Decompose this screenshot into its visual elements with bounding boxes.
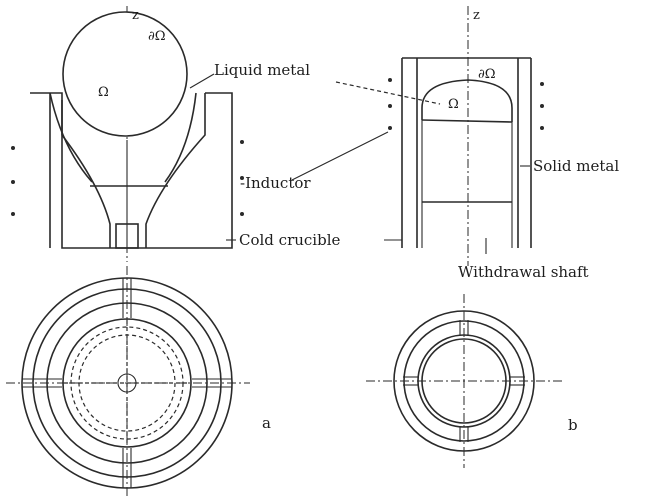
liquid-metal-sphere-a — [62, 11, 188, 137]
panel-letter-b: b — [568, 416, 578, 434]
z-axis-label-b: z — [473, 8, 480, 23]
inductor-label: -Inductor — [240, 174, 311, 192]
liquid-metal-leader-b — [335, 81, 441, 105]
domain-symbol-b: Ω — [448, 97, 459, 112]
crucible-right-slot-a — [164, 92, 197, 183]
boundary-symbol-a: ∂Ω — [148, 29, 166, 44]
panel-b-elevation: z ∂Ω Ω Solid metal Withdrawal shaft — [291, 6, 619, 281]
panel-a-plan: a — [6, 266, 271, 498]
crucible-right-profile-a — [145, 93, 206, 248]
segment-slits-a — [22, 278, 232, 488]
panel-letter-a: a — [262, 414, 271, 432]
domain-symbol-a: Ω — [98, 85, 109, 100]
liquid-metal-dome-b — [421, 79, 513, 122]
inductor-coils-left-b — [388, 78, 392, 130]
crucible-left-slot-a — [49, 92, 93, 183]
panel-b-plan: b — [366, 294, 578, 468]
segment-slits-b — [403, 320, 525, 442]
solid-metal-label: Solid metal — [533, 157, 619, 175]
cold-crucible-label: Cold crucible — [239, 231, 341, 249]
liquid-metal-leader-a — [189, 73, 215, 89]
crucible-outer-wall-a — [30, 92, 233, 249]
inductor-coils-right-a — [240, 140, 244, 216]
z-axis-label-a: z — [132, 8, 139, 23]
withdrawal-shaft-label: Withdrawal shaft — [458, 263, 589, 281]
inductor-coils-right-b — [540, 82, 544, 130]
inductor-leader — [291, 131, 389, 181]
inductor-coils-left-a — [11, 146, 15, 216]
solidification-front-b — [421, 119, 513, 123]
liquid-metal-label: Liquid metal — [214, 61, 310, 79]
boundary-symbol-b: ∂Ω — [478, 67, 496, 82]
panel-a-elevation: z ∂Ω Ω Liquid metal -Inductor Cold cruci… — [11, 6, 341, 262]
